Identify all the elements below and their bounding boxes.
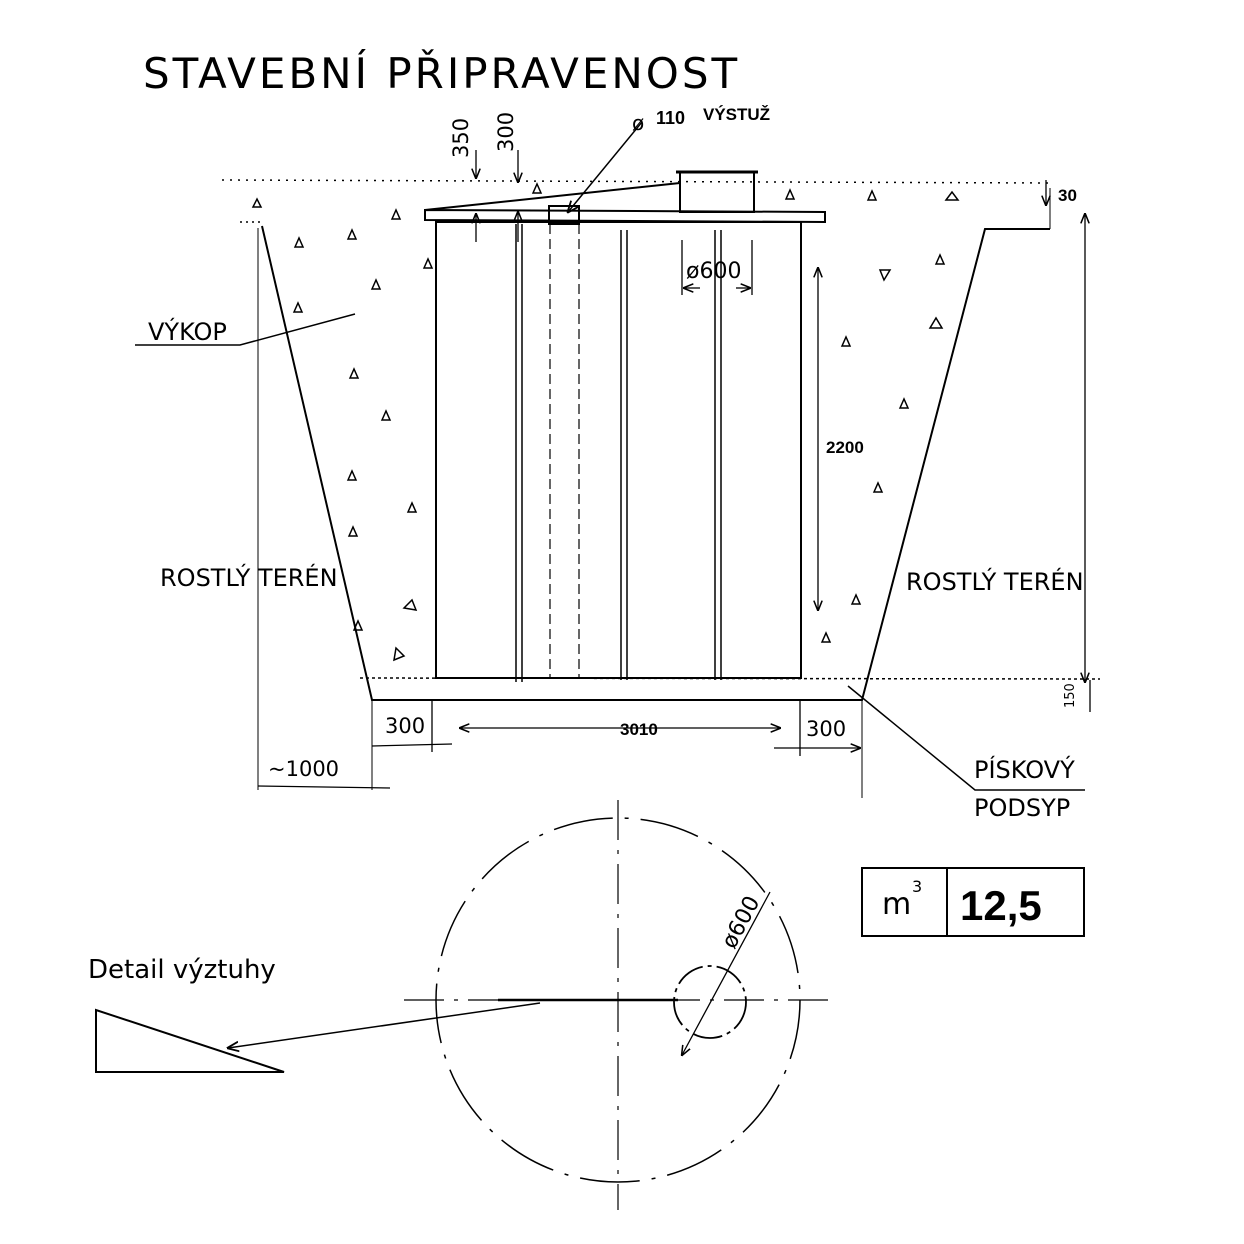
sand-label-line1: PÍSKOVÝ bbox=[974, 755, 1075, 784]
terrain-right-label: ROSTLÝ TERÉN bbox=[906, 567, 1084, 596]
dim-150: 150 bbox=[1063, 683, 1078, 708]
volume-unit: m bbox=[882, 887, 911, 922]
volume-box bbox=[861, 867, 1085, 937]
dim-300-top: 300 bbox=[494, 112, 518, 152]
plan-view bbox=[404, 800, 838, 1210]
dim-1000: ~1000 bbox=[268, 757, 339, 781]
dimension-lines bbox=[257, 150, 1091, 789]
drawing-title: STAVEBNÍ PŘIPRAVENOST bbox=[143, 48, 740, 98]
detail-label: Detail výztuhy bbox=[88, 955, 276, 985]
backfill-triangles bbox=[251, 182, 960, 662]
dim-3010: 3010 bbox=[620, 720, 658, 739]
dim-350: 350 bbox=[449, 118, 473, 158]
dim-600-top: ø600 bbox=[686, 259, 741, 284]
ground-surface bbox=[221, 179, 1053, 223]
leader-lines bbox=[135, 121, 1085, 1048]
vykop-label: VÝKOP bbox=[148, 317, 227, 346]
dim-600-plan: ø600 bbox=[717, 892, 765, 953]
outlet-size: 110 bbox=[656, 108, 685, 128]
dim-30: 30 bbox=[1058, 186, 1077, 205]
terrain-left-label: ROSTLÝ TERÉN bbox=[160, 563, 338, 592]
reinforcement-detail-shape bbox=[95, 1008, 285, 1073]
dim-300-right: 300 bbox=[806, 717, 846, 741]
volume-value: 12,5 bbox=[960, 882, 1042, 929]
sand-bed bbox=[359, 677, 1101, 701]
outlet-symbol: ø bbox=[632, 111, 644, 135]
excavation-outline bbox=[257, 188, 1051, 798]
sand-label-line2: PODSYP bbox=[974, 794, 1070, 822]
dim-300-left: 300 bbox=[385, 714, 425, 738]
outlet-label: VÝSTUŽ bbox=[703, 105, 770, 124]
tank-body bbox=[424, 170, 826, 682]
volume-unit-exp: 3 bbox=[912, 877, 922, 896]
dim-2200: 2200 bbox=[826, 438, 864, 457]
